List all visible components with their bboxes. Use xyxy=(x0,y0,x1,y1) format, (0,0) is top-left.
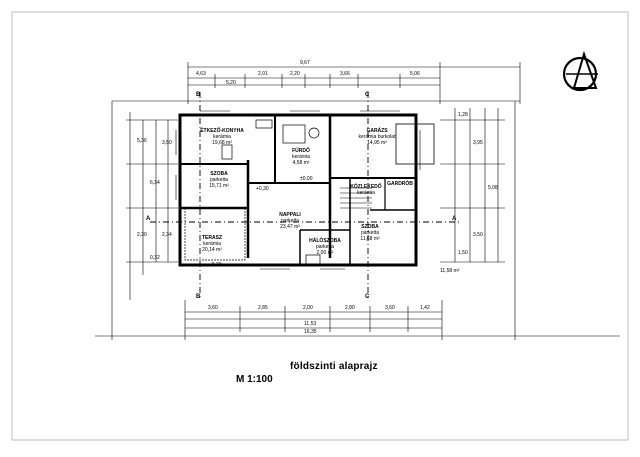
room-name: GARÁZS xyxy=(366,128,388,134)
room-label-etkezo: ÉTKEZŐ-KONYHA kerámia 19,68 m² xyxy=(196,128,248,146)
section-mark-a-right: A xyxy=(452,216,457,222)
room-floor: kerámia burkolat xyxy=(358,134,396,140)
dimension-lines-right xyxy=(440,101,516,340)
dim-top-2: 2,01 xyxy=(258,71,268,77)
dimension-lines-bottom xyxy=(95,300,620,340)
room-label-garazs: GARÁZS kerámia burkolat 14,95 m² xyxy=(352,128,402,146)
openings xyxy=(175,110,421,270)
room-label-furdo: FÜRDŐ kerámia 4,58 m² xyxy=(283,148,319,166)
room-area: 4,58 m² xyxy=(292,160,310,166)
dim-right-1: 3,95 xyxy=(473,140,483,146)
staircase xyxy=(340,187,372,209)
section-lines xyxy=(150,92,460,300)
room-floor: kerámia xyxy=(292,154,310,160)
room-label-halo: HÁLÓSZOBA parketta 2,00 m² xyxy=(303,238,347,256)
room-floor: parketta xyxy=(280,218,300,224)
plan-scale: M 1:100 xyxy=(236,374,273,385)
dim-right-2: 5,08 xyxy=(488,185,498,191)
dim-bottom-1: 2,85 xyxy=(258,305,268,311)
north-arrow-icon xyxy=(562,50,598,92)
room-floor: parketta xyxy=(209,177,229,183)
dim-bottom-5: 1,42 xyxy=(420,305,430,311)
area-annotation: 11,58 m² xyxy=(440,268,460,274)
dim-bottom-3: 2,80 xyxy=(345,305,355,311)
room-area: 19,68 m² xyxy=(212,140,232,146)
dim-top-0: 9,67 xyxy=(300,60,310,66)
sheet-border xyxy=(11,11,629,441)
dim-left-1: 6,34 xyxy=(150,180,160,186)
room-floor: parketta xyxy=(315,244,335,250)
section-mark-c-bottom: C xyxy=(365,294,370,300)
room-label-gardrob: GARDRÓB xyxy=(386,181,414,187)
room-floor: kerámia xyxy=(213,134,231,140)
room-label-szoba-1: SZOBA parketta 15,71 m² xyxy=(196,171,242,189)
room-name: NAPPALI xyxy=(279,212,301,218)
room-area: 15,71 m² xyxy=(209,183,229,189)
room-label-nappali: NAPPALI parketta 23,47 m² xyxy=(270,212,310,230)
room-floor: parketta xyxy=(360,230,380,236)
room-floor: kerámia xyxy=(203,241,221,247)
dim-right-3: 3,50 xyxy=(473,232,483,238)
dim-top-5: 5,06 xyxy=(410,71,420,77)
room-name: KÖZLEKEDŐ xyxy=(350,184,382,190)
dim-top-3: 2,20 xyxy=(290,71,300,77)
section-mark-b-top: B xyxy=(196,92,201,98)
room-area: 2,00 m² xyxy=(316,250,334,256)
section-mark-a-left: A xyxy=(146,216,151,222)
dim-left-4: 2,30 xyxy=(137,232,147,238)
car-outline xyxy=(395,123,435,165)
dim-bottom-2: 2,00 xyxy=(303,305,313,311)
dim-bottom-4: 3,60 xyxy=(385,305,395,311)
room-area: 14,95 m² xyxy=(367,140,387,146)
section-mark-c-top: C xyxy=(365,92,370,98)
room-name: ÉTKEZŐ-KONYHA xyxy=(200,128,244,134)
fixtures xyxy=(184,119,321,266)
dim-left-5: 0,32 xyxy=(150,255,160,261)
dim-left-2: 2,34 xyxy=(162,232,172,238)
room-name: HÁLÓSZOBA xyxy=(309,238,341,244)
room-floor: kerámia xyxy=(357,190,375,196)
room-name: TERASZ xyxy=(202,235,222,241)
dim-bottom-0: 3,60 xyxy=(208,305,218,311)
dim-top-6: 5,20 xyxy=(226,80,236,86)
section-mark-b-bottom: B xyxy=(196,294,201,300)
room-name: SZOBA xyxy=(210,171,228,177)
dim-top-4: 3,66 xyxy=(340,71,350,77)
dimension-lines-left xyxy=(111,101,178,340)
dim-right-0: 1,28 xyxy=(458,112,468,118)
dim-left-3: 3,50 xyxy=(162,140,172,146)
room-name: FÜRDŐ xyxy=(292,148,310,154)
room-area: 11,68 m² xyxy=(360,236,380,242)
room-label-kozlekedo: KÖZLEKEDŐ kerámia xyxy=(348,184,384,196)
dim-left-0: 5,36 xyxy=(137,138,147,144)
dim-right-4: 1,50 xyxy=(458,250,468,256)
dim-bottom-6: 16,35 xyxy=(304,329,317,335)
plan-title: földszinti alaprajz xyxy=(290,361,378,372)
level-annotation-3: ±0,00 xyxy=(300,176,313,182)
room-area: 20,14 m² xyxy=(202,247,222,253)
room-name: GARDRÓB xyxy=(387,181,413,187)
dim-bottom-7: 11,53 xyxy=(304,321,317,327)
dimension-lines-top xyxy=(112,62,521,104)
dim-top-1: 4,63 xyxy=(196,71,206,77)
room-name: SZOBA xyxy=(361,224,379,230)
room-label-szoba-2: SZOBA parketta 11,68 m² xyxy=(352,224,388,242)
room-area: 23,47 m² xyxy=(280,224,300,230)
level-annotation-2: -0,30 xyxy=(210,262,222,268)
level-annotation-1: +0,30 xyxy=(256,186,269,192)
room-label-terasz: TERASZ kerámia 20,14 m² xyxy=(194,235,230,253)
